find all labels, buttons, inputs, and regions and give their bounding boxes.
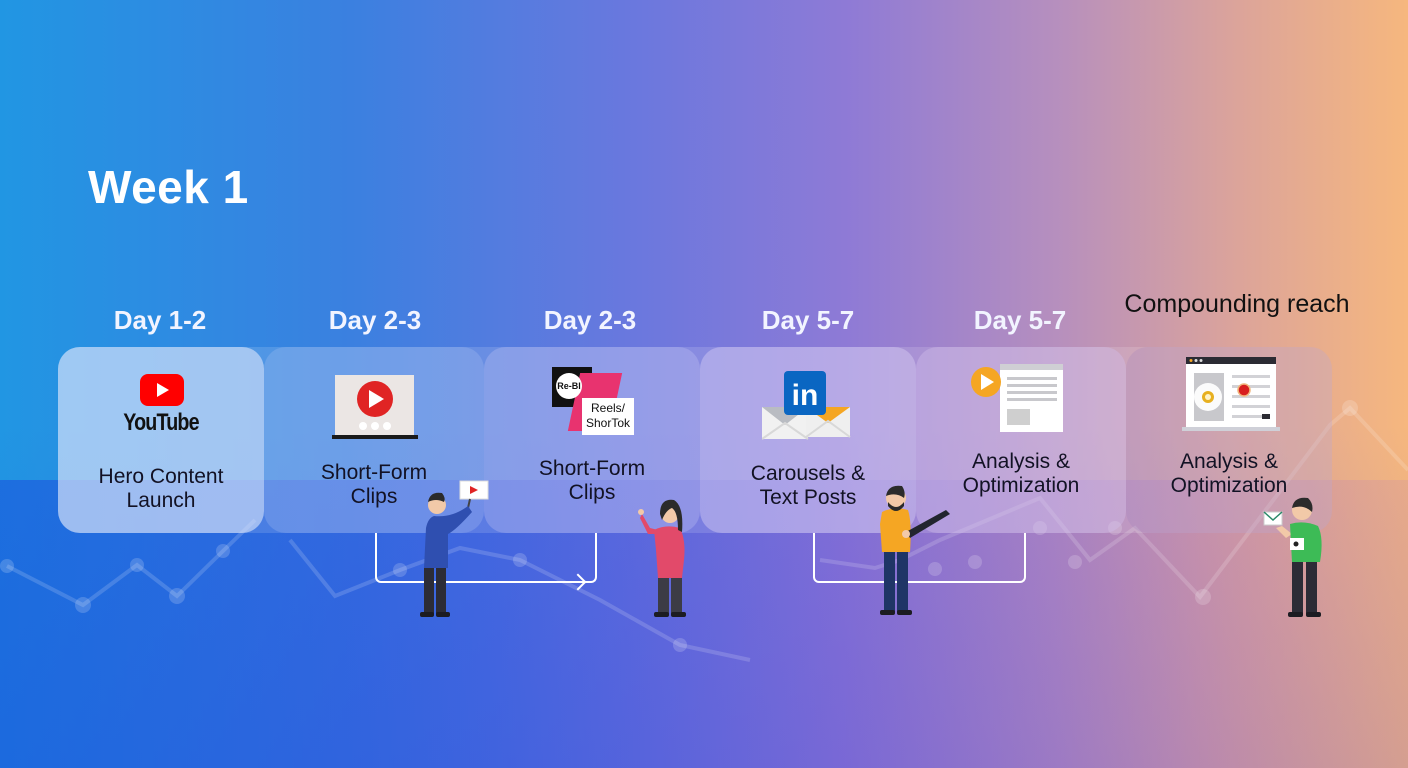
article-video-icon (971, 364, 1063, 432)
step-label-line2: Launch (126, 489, 196, 512)
step-label-line2: Clips (568, 481, 616, 504)
youtube-wordmark: YouTube (123, 409, 199, 436)
flow-connector-1 (375, 533, 597, 583)
person-holding-video-sign-icon (420, 480, 489, 617)
step-label-line1: Short-Form (538, 457, 646, 480)
step-label-line1: Hero Content (98, 465, 224, 488)
linkedin-email-icon: in (762, 371, 851, 440)
step-card-hero-content[interactable]: YouTube Hero Content Launch (58, 347, 264, 533)
step-label-line2: Optimization (962, 474, 1080, 497)
compounding-reach-label: Compounding reach (1124, 290, 1350, 318)
day-label-5: Day 5-7 (973, 305, 1067, 335)
video-player-icon (332, 375, 418, 439)
timeline-strip (58, 347, 1332, 533)
step-label-line2: Text Posts (759, 486, 857, 509)
step-label-line1: Short-Form (320, 461, 428, 484)
person-with-tablet-icon (880, 485, 950, 615)
page-title: Week 1 (88, 161, 249, 213)
flow-connector-2 (813, 533, 1026, 583)
analytics-dashboard-icon (1182, 357, 1280, 431)
reels-shorts-icon: Re-Bl Reels/ ShorTok (552, 367, 634, 437)
step-label-line2: Optimization (1170, 474, 1288, 497)
step-card-short-form-1[interactable]: Short-Form Clips (264, 347, 484, 533)
day-label-1: Day 1-2 (113, 305, 207, 335)
step-label-line1: Analysis & (971, 450, 1071, 473)
step-card-carousels[interactable]: in Carousels & Text Posts (700, 347, 916, 533)
day-label-4: Day 5-7 (761, 305, 855, 335)
step-card-short-form-2[interactable]: Re-Bl Reels/ ShorTok Short-Form Clips (484, 347, 700, 533)
day-label-2: Day 2-3 (328, 305, 422, 335)
step-card-analysis-1[interactable]: Analysis & Optimization (916, 347, 1126, 533)
person-waving-icon (638, 499, 686, 617)
step-label-line2: Clips (350, 485, 398, 508)
step-label-line1: Analysis & (1179, 450, 1279, 473)
svg-text:in: in (792, 379, 819, 412)
youtube-icon (140, 374, 184, 406)
person-with-envelope-icon (1263, 497, 1322, 617)
day-label-3: Day 2-3 (543, 305, 637, 335)
step-label-line1: Carousels & (750, 462, 866, 485)
